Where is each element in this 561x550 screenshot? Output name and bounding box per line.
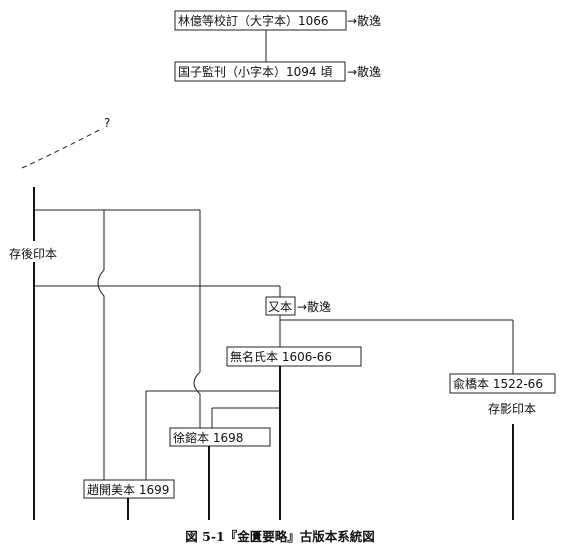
node-box-yu-qiao: [449, 373, 556, 394]
node-wuming: 無名氏本 1606-66: [230, 349, 332, 364]
node-yu-qiao: 兪橋本 1522-66: [453, 377, 543, 391]
node-zi: 又本: [268, 300, 292, 314]
node-box-guozi: [174, 61, 346, 82]
node-box-wuming: [226, 346, 362, 367]
node-box-xu-rong: [169, 427, 271, 447]
line-to-zhao-kaimei: [97, 210, 105, 480]
unknown-ancestor-mark: ?: [104, 116, 110, 130]
extant-later-print-label: 存後印本: [9, 247, 57, 261]
node-guozi: 国子監刊（小字本）1094 頃: [178, 64, 332, 79]
extant-facsimile-label: 存影印本: [488, 402, 536, 416]
node-box-lin-yi: [174, 10, 347, 31]
lost-label-1: →散逸: [347, 13, 381, 28]
dashed-unknown-link: [21, 127, 104, 169]
line-to-xu-rong: [193, 210, 201, 428]
lost-label-2: →散逸: [347, 64, 381, 79]
node-zhao-kaimei: 趙開美本 1699: [87, 482, 169, 497]
node-lin-yi: 林億等校訂（大字本）1066: [178, 13, 329, 28]
figure-caption: 図 5-1『金匱要略』古版本系統図: [185, 529, 374, 544]
node-xu-rong: 徐鎔本 1698: [173, 430, 243, 445]
lost-label-3: →散逸: [297, 299, 331, 314]
